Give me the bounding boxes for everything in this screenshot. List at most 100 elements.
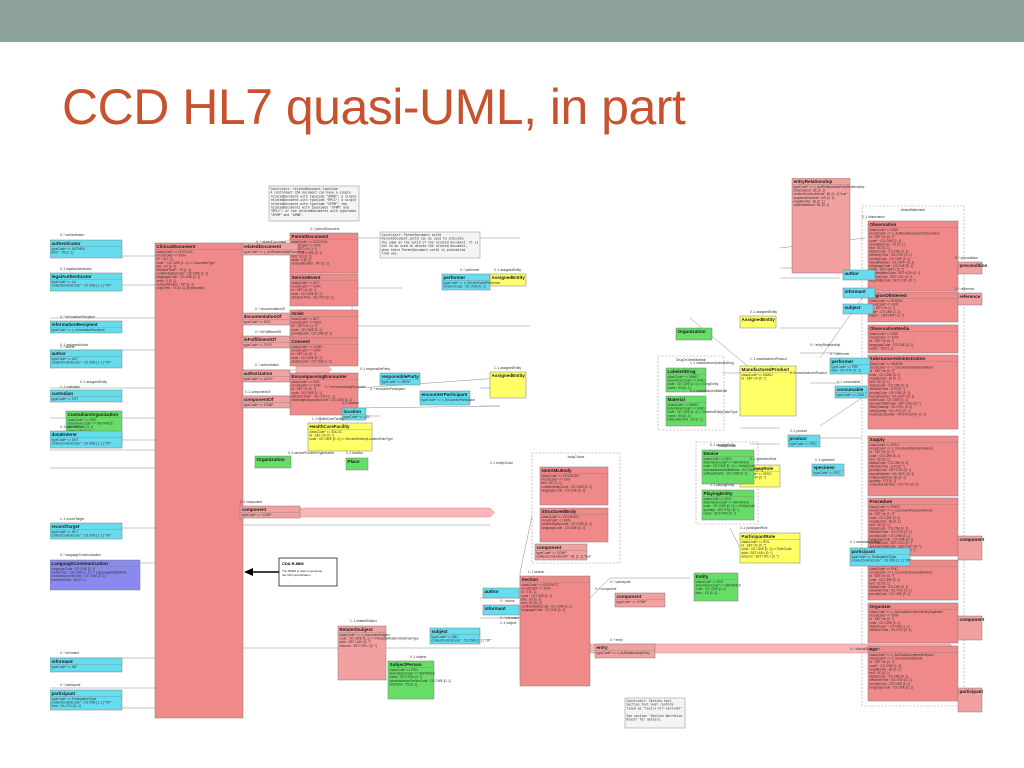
uml-attribute: code : CE CWE [0..1] [292, 356, 322, 360]
multiplicity-label: 0..* reference [955, 287, 974, 291]
uml-attribute: text : ED [0..1] [522, 601, 542, 605]
multiplicity-label: 0..* encounterParticipant [370, 387, 405, 391]
uml-class-title: documentationOf [244, 314, 282, 319]
uml-class-subject-2: subject [842, 303, 874, 315]
uml-attribute: languageCode : CS CNE [0..1] [870, 537, 914, 541]
uml-class-title: Supply [870, 437, 886, 442]
uml-attribute: classCode* <= PSN [390, 668, 419, 672]
uml-attribute: repeatNumber : IVL<INT> [0..1] [870, 260, 915, 264]
uml-attribute: value* : LIST<INT> [1..*] [870, 313, 905, 317]
uml-attribute: statusCode : CS CNE [0..1] [870, 384, 909, 388]
uml-attribute: time : IVL<TS> [0..1] [832, 369, 861, 373]
uml-attribute: id : SET<II> [0..*] [292, 288, 316, 292]
note-line: not to be used to denote the related doc… [382, 244, 468, 248]
uml-attribute: contextControlCode* : CS CNE [1..1] "OP" [52, 701, 112, 705]
slide-title: CCD HL7 quasi-UML, in part [62, 79, 686, 135]
uml-class-title: Organizer [870, 604, 892, 609]
multiplicity-label: 0..1 legalAuthenticator [60, 267, 93, 271]
uml-attribute: name : EN [0..1] [668, 414, 691, 418]
uml-class-frame [539, 466, 609, 506]
uml-attribute: quantity : PQ [0..1] [870, 479, 897, 483]
uml-attribute: code : CE CWE [0..1] <= EntityCode [704, 504, 756, 508]
uml-class-frame [387, 660, 435, 700]
uml-attribute: moodCode* <= EVN [870, 614, 900, 618]
note-line: relatedDocument with typeCode "XFRM"; tw… [271, 202, 348, 206]
uml-attribute: classCode* <= DOCSECT [522, 583, 559, 587]
uml-class-title: precondition [960, 263, 988, 268]
uml-class-organization-2: Organization [675, 327, 713, 341]
uml-class-title: product [790, 436, 808, 441]
uml-attribute: typeCode* <= RESP [382, 380, 411, 384]
uml-attribute: code : CE CWE [0..1] <= RoleCode [742, 547, 792, 551]
uml-attribute: text : ED [0..1] [870, 246, 890, 250]
multiplicity-label: 0..1 assignedEntity [80, 380, 107, 384]
uml-class-frame [867, 291, 959, 323]
multiplicity-label: 0..* relatedDocument [256, 240, 286, 244]
uml-class-place: Place [345, 457, 369, 471]
uml-class-frame [701, 489, 755, 521]
uml-attribute: classCode* <= ACT [292, 317, 320, 321]
uml-attribute: text : ED [0..1] [292, 254, 312, 258]
uml-attribute: moodCode* <= x_DocumentEncounterMood [870, 571, 933, 575]
uml-class-informant-3: informant [842, 287, 876, 299]
uml-class-title: informant [485, 606, 507, 611]
note-line: when there ParentDocument.setId is prohi… [382, 248, 466, 252]
uml-attribute: proficiencyLevelCode : CE CWE [0..1] [52, 574, 106, 578]
uml-class-assignedentity-2: AssignedEntity [489, 371, 527, 399]
uml-class-title: Organization [678, 329, 706, 334]
uml-class-title: ParentDocument [292, 234, 329, 239]
uml-class-frame [834, 385, 868, 399]
uml-attribute: code : CE CWE [0..1] <= DrugEntity [668, 382, 719, 386]
group-label-drugorothermaterial: DrugOrOtherMaterial [676, 358, 706, 362]
uml-class-title: legalAuthenticator [52, 274, 93, 279]
uml-class-frame [482, 587, 520, 599]
uml-class-frame [241, 242, 299, 256]
uml-attribute: determinerCode* <= INSTANCE [68, 422, 113, 426]
uml-class-title: Device [704, 451, 719, 456]
multiplicity-label: 0..1 responsibleParty [360, 367, 390, 371]
uml-attribute: code* : CD CWE [1..1] [870, 239, 902, 243]
uml-attribute: functionCode : CE CWE [0..1] [444, 285, 486, 289]
uml-attribute: softwareName : SC CWE [0..1] [704, 471, 748, 475]
uml-attribute: classCode* <= ROIOVL [870, 299, 904, 303]
uml-attribute: classCode* <= ROL [742, 540, 770, 544]
uml-class-title: StructuredBody [542, 509, 577, 514]
uml-attribute: methodCode : SET<CE> [0..*] [870, 541, 913, 545]
uml-attribute: classCode* <= ENT [696, 580, 724, 584]
uml-attribute: contextControlCode* : CS CNE [1..1] "OP" [52, 442, 112, 446]
multiplicity-label: 0..1 component [240, 500, 262, 504]
uml-attribute: determinerCode* <= KIND [668, 407, 706, 411]
uml-class-title: Consent [292, 339, 311, 344]
uml-class-title: authorization [244, 371, 273, 376]
note-line: See section "Section Narrative [627, 714, 683, 718]
group-clinicalstatement: clinicalStatement [861, 205, 965, 707]
uml-attribute: moodCode* <= EVN [522, 587, 552, 591]
multiplicity-label: 0..* component [595, 587, 617, 591]
uml-attribute: contextControlCode* : CS CNE [1..1] "OP" [52, 361, 112, 365]
uml-attribute: code : CD CWE [0..1] [870, 373, 901, 377]
uml-attribute: classCode* <= DOCBODY [542, 474, 581, 478]
uml-class-title: ClinicalDocument [157, 244, 196, 249]
multiplicity-label: 0..1 subject [500, 621, 516, 625]
uml-class-frame [239, 505, 301, 519]
uml-class-frame [289, 309, 359, 339]
connector-line [819, 397, 863, 427]
uml-attribute: typeCode* <= CSM [837, 393, 865, 397]
multiplicity-label: 1..1 relatedSubject [350, 619, 377, 623]
uml-attribute: moodCode* <= EVN [292, 384, 322, 388]
uml-attribute: text : ED [0..1] [870, 581, 890, 585]
uml-attribute: statusCode* : CS CNE [1..1] [292, 359, 332, 363]
multiplicity-label: 1..1 section [528, 570, 545, 574]
multiplicity-label: 0..* informant [500, 616, 519, 620]
uml-attribute: determinerCode* <= KIND [668, 379, 706, 383]
uml-class-frame [957, 615, 983, 641]
